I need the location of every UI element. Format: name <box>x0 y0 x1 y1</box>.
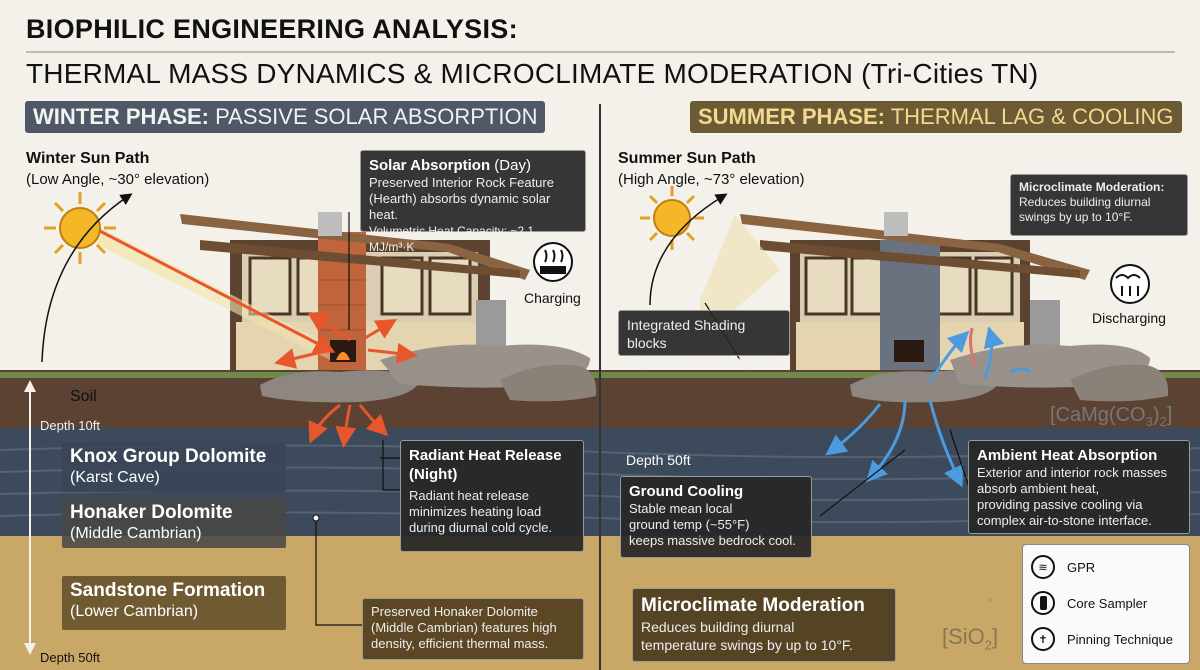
depth-10-label: Depth 10ft <box>40 418 100 433</box>
summer-phase-badge: SUMMER PHASE: THERMAL LAG & COOLING <box>690 101 1182 133</box>
honaker-dolomite-label: Honaker Dolomite(Middle Cambrian) <box>62 498 286 548</box>
knox-dolomite-label: Knox Group Dolomite(Karst Cave) <box>62 442 286 492</box>
summer-sun-subtitle: (High Angle, ~73° elevation) <box>618 171 805 188</box>
page-title: BIOPHILIC ENGINEERING ANALYSIS: <box>26 14 518 44</box>
charging-label: Charging <box>524 290 581 306</box>
legend-item-gpr: ≋GPR <box>1031 553 1095 581</box>
legend-item-pinning: ✝Pinning Technique <box>1031 625 1173 653</box>
ambient-heat-callout: Ambient Heat Absorption Exterior and int… <box>968 440 1190 534</box>
honaker-thermal-mass-callout: Preserved Honaker Dolomite (Middle Cambr… <box>362 598 584 660</box>
sandstone-formation-label: Sandstone Formation(Lower Cambrian) <box>62 576 286 630</box>
solar-absorption-callout: Solar Absorption (Day) Preserved Interio… <box>360 150 586 254</box>
summer-depth-50-label: Depth 50ft <box>626 452 691 468</box>
ground-cooling-callout: Ground Cooling Stable mean local ground … <box>620 476 812 558</box>
charging-icon <box>533 242 573 282</box>
depth-50-label: Depth 50ft <box>40 650 100 665</box>
shading-callout: Integrated Shading blocks high summer so… <box>618 310 790 369</box>
discharging-icon <box>1110 264 1150 304</box>
winter-house <box>180 212 530 370</box>
winter-phase-badge: WINTER PHASE: PASSIVE SOLAR ABSORPTION <box>25 101 546 133</box>
gpr-icon: ≋ <box>1031 555 1055 579</box>
microclimate-small-callout: Microclimate Moderation: Reduces buildin… <box>1010 174 1188 236</box>
page-subtitle: THERMAL MASS DYNAMICS & MICROCLIMATE MOD… <box>26 58 1039 89</box>
radiant-heat-callout: Radiant Heat Release (Night) Radiant hea… <box>400 440 584 552</box>
legend-item-core-sampler: Core Sampler <box>1031 589 1147 617</box>
microclimate-moderation-callout: Microclimate Moderation Reduces building… <box>632 588 896 662</box>
discharging-label: Discharging <box>1092 310 1166 326</box>
core-sampler-icon <box>1031 591 1055 615</box>
legend: ≋GPR Core Sampler ✝Pinning Technique <box>1022 544 1190 664</box>
summer-sun <box>640 186 704 250</box>
winter-sun <box>44 192 336 360</box>
summer-sun-title: Summer Sun Path <box>618 150 756 167</box>
dolomite-formula: [CaMg(CO3)2] <box>1050 404 1173 429</box>
silica-formula: [SiO2] <box>942 624 999 653</box>
winter-sun-subtitle: (Low Angle, ~30° elevation) <box>26 171 210 188</box>
soil-label: Soil <box>70 388 97 405</box>
winter-sun-title: Winter Sun Path <box>26 150 150 167</box>
pinning-icon: ✝ <box>1031 627 1055 651</box>
